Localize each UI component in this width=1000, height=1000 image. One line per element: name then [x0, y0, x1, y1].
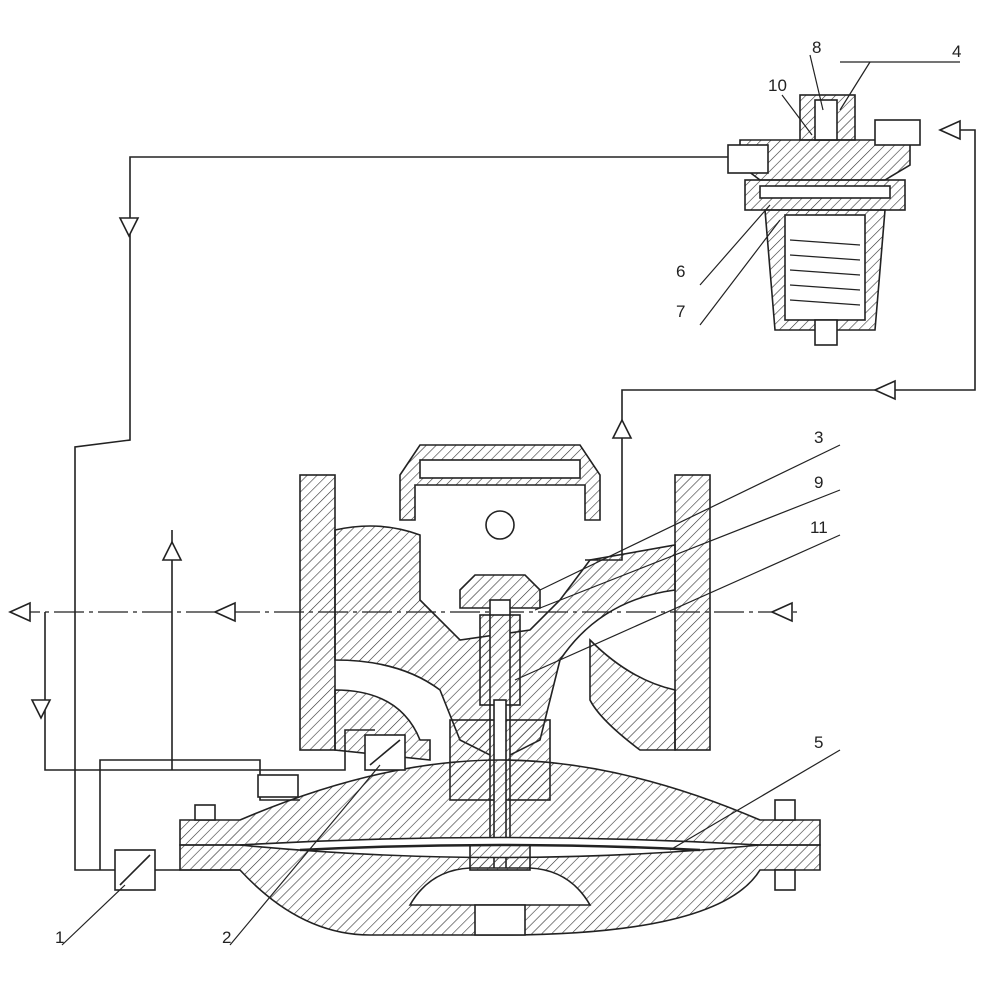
arrow-up-icon — [161, 540, 183, 561]
callout-6: 6 — [676, 262, 686, 281]
callout-11: 11 — [810, 518, 828, 537]
arrow-down-icon — [118, 217, 140, 238]
arrow-left-icon — [873, 379, 896, 401]
callout-9: 9 — [814, 473, 824, 492]
leader-lines — [61, 54, 960, 946]
valve-body — [114, 444, 821, 936]
callout-2: 2 — [222, 928, 232, 947]
outlet-flange — [299, 474, 336, 751]
callout-1: 1 — [55, 928, 65, 947]
flow-arrows — [8, 119, 961, 720]
callout-3: 3 — [814, 428, 824, 447]
inlet-flange — [674, 474, 711, 751]
arrow-left-icon — [770, 601, 793, 623]
arrow-up-icon — [611, 418, 633, 439]
pilot-outlet-line — [74, 156, 730, 871]
arrow-down-icon — [30, 699, 52, 720]
arrow-left-icon — [213, 601, 236, 623]
pilot-regulator — [727, 94, 921, 346]
sight-hole — [485, 510, 515, 540]
aux-line-2 — [99, 759, 300, 870]
arrow-left-icon — [8, 601, 31, 623]
callout-7: 7 — [676, 302, 686, 321]
diaphragm-housing-top — [179, 759, 821, 846]
valve-cover — [399, 444, 601, 521]
callout-8: 8 — [812, 38, 822, 57]
callout-5: 5 — [814, 733, 824, 752]
callout-4: 4 — [952, 42, 962, 61]
callout-10: 10 — [768, 76, 787, 95]
arrow-left-icon — [938, 119, 961, 141]
